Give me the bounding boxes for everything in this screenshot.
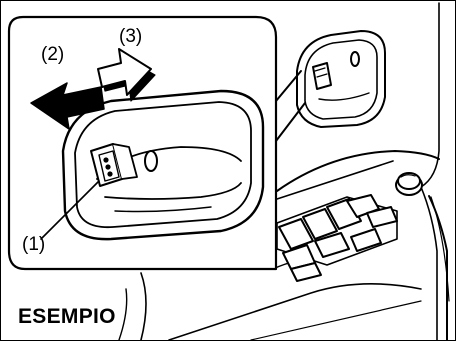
callout-label-1: (1) (22, 235, 45, 254)
window-switch-cluster (277, 195, 397, 281)
door-handle-enlarged (63, 91, 263, 239)
example-caption: ESEMPIO (18, 306, 116, 327)
door-handle-overview (297, 31, 385, 127)
callout-label-3: (3) (119, 27, 142, 46)
mirror-control-knob (396, 173, 422, 195)
callout-label-2: (2) (41, 45, 64, 64)
